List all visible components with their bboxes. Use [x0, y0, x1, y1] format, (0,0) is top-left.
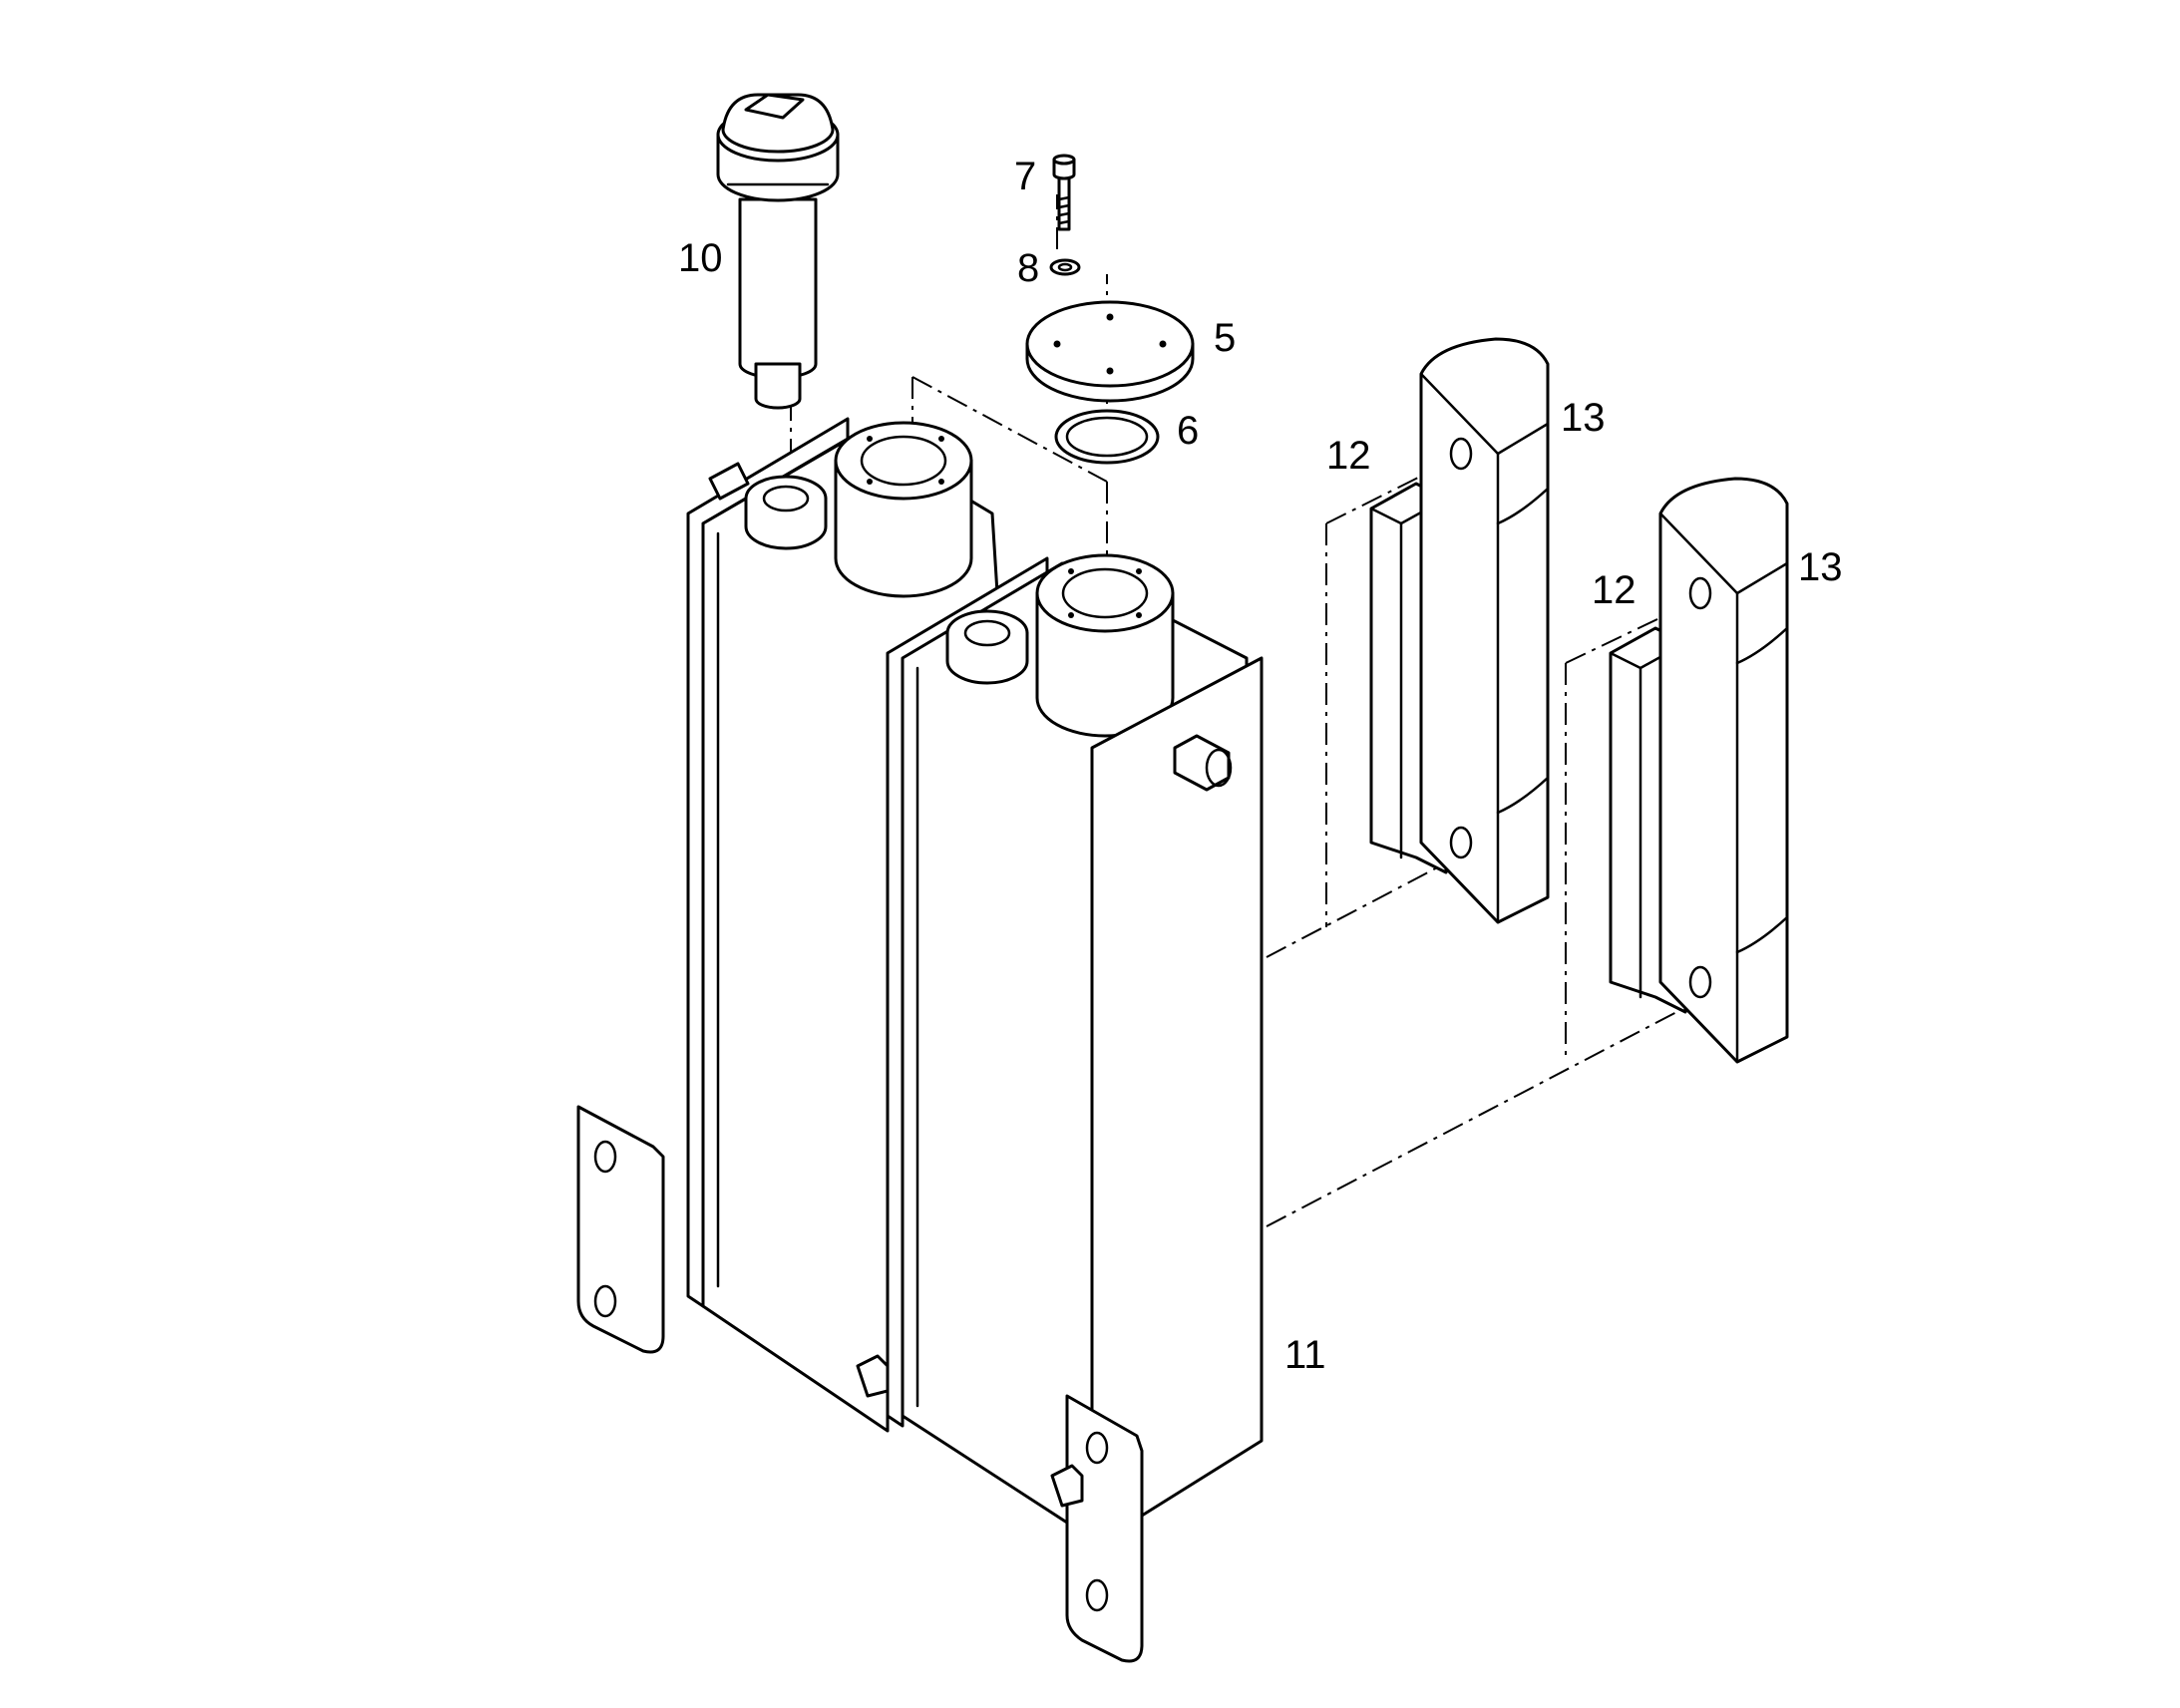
washer-icon: [1049, 258, 1081, 276]
callout-8: 8: [1017, 246, 1039, 290]
screw-icon: [1052, 154, 1076, 231]
mounting-block-icon: [1419, 337, 1550, 924]
callout-13-lower: 13: [1798, 545, 1843, 589]
o-ring-icon: [1054, 409, 1160, 465]
callout-6: 6: [1177, 409, 1199, 453]
filler-cap-icon: [716, 93, 840, 410]
mounting-block-icon: [1658, 477, 1789, 1064]
cover-plate-icon: [1025, 300, 1195, 403]
callout-7: 7: [1014, 155, 1036, 198]
callout-10: 10: [678, 236, 723, 280]
callout-11: 11: [1284, 1333, 1326, 1377]
callout-5: 5: [1214, 316, 1236, 360]
callout-labels: 7 8 10 5 6 12 13 12 13 11: [678, 155, 1843, 1377]
tank-assembly-icon: [576, 417, 1264, 1663]
callout-12-lower: 12: [1592, 568, 1636, 612]
callout-12-upper: 12: [1326, 434, 1371, 478]
callout-13-upper: 13: [1561, 396, 1606, 440]
